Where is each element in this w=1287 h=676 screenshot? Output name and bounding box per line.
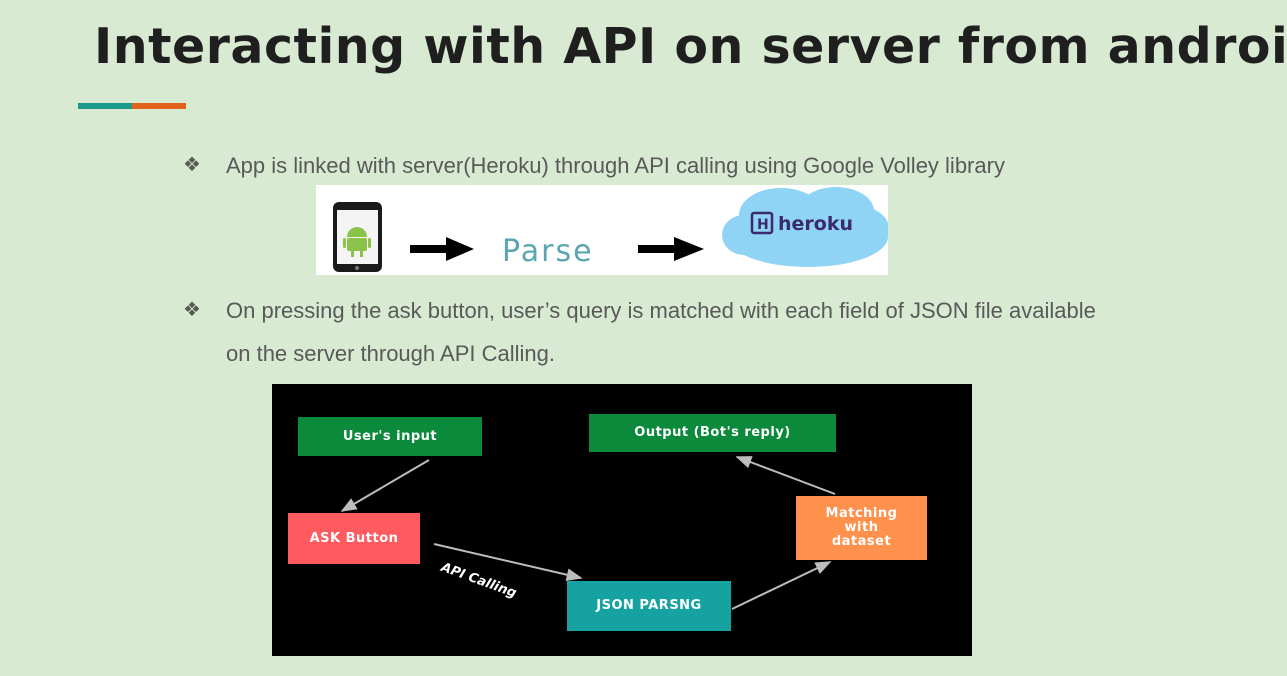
matching-line2: with	[844, 520, 879, 535]
arrow-right-icon	[410, 237, 474, 261]
parse-text: Parse	[502, 234, 594, 269]
node-json-parsing: JSON PARSNG	[567, 581, 731, 631]
matching-line3: dataset	[831, 534, 892, 549]
edge-json-to-matching	[731, 561, 832, 610]
node-output: Output (Bot's reply)	[589, 414, 836, 452]
node-user-input: User's input	[298, 417, 482, 456]
bullet-mark: ❖	[183, 299, 201, 321]
bullet-text-line2: on the server through API Calling.	[226, 341, 555, 366]
bullet-text: App is linked with server(Heroku) throug…	[226, 153, 1005, 178]
android-phone-icon	[333, 202, 382, 272]
edge-ask-to-json	[433, 543, 583, 581]
node-matching: Matching with dataset	[796, 496, 927, 560]
arrow-right-icon	[638, 237, 704, 261]
heroku-cloud-icon: H heroku	[722, 187, 888, 267]
flow-strip: Parse H heroku	[316, 185, 888, 275]
title-accent-teal	[78, 103, 132, 109]
title-accent-orange	[132, 103, 186, 109]
edge-input-to-ask	[340, 459, 430, 512]
edge-matching-to-output	[735, 456, 836, 495]
heroku-text: heroku	[778, 213, 853, 235]
process-diagram: User's input ASK Button JSON PARSNG Matc…	[272, 384, 972, 656]
matching-line1: Matching	[825, 506, 898, 521]
node-ask-button: ASK Button	[288, 513, 420, 564]
bullet-mark: ❖	[183, 154, 201, 176]
heroku-logo-letter: H	[757, 217, 769, 233]
slide-title: Interacting with API on server from andr…	[94, 18, 1287, 75]
bullet-text-line1: On pressing the ask button, user’s query…	[226, 298, 1096, 323]
